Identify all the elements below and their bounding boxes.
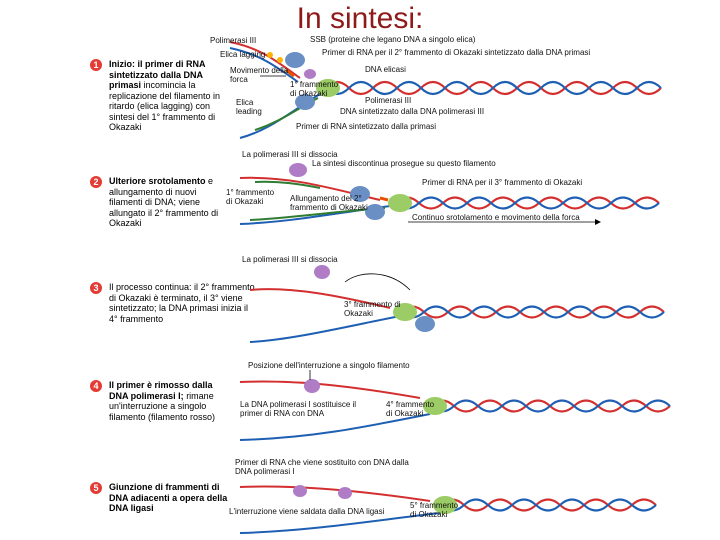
step-3-diagram	[249, 265, 665, 343]
label-sostituito: Primer di RNA che viene sostituito con D…	[235, 458, 409, 476]
label-sostituisce: La DNA polimerasi I sostituisce il prime…	[240, 400, 357, 418]
step-3-description: Il processo continua: il 2° frammento di…	[109, 282, 255, 324]
label-frag4: 4° frammento di Okazaki	[386, 400, 435, 418]
parent-helix	[399, 305, 665, 319]
parent-helix	[394, 196, 660, 210]
step-1-description: Inizio: il primer di RNA sintetizzato da…	[109, 59, 221, 132]
polymerase-iii-leading-icon	[295, 94, 315, 110]
label-saldata: L'interruzione viene saldata dalla DNA l…	[229, 507, 385, 516]
polymerase-iii-icon	[350, 186, 370, 202]
lagging-strand	[239, 380, 421, 399]
label-discontinua: La sintesi discontinua prosegue su quest…	[312, 159, 496, 168]
label-lagging: Elica lagging	[220, 50, 266, 59]
step-1-diagram	[229, 41, 662, 139]
step-2-description: Ulteriore srotolamento e allungamento di…	[109, 176, 219, 228]
primase-icon	[304, 69, 316, 79]
label-frag3: 3° frammento di Okazaki	[344, 300, 401, 318]
lagging-strand	[249, 288, 391, 309]
helicase-icon	[393, 303, 417, 321]
helicase-icon	[423, 397, 447, 415]
step-4-description: Il primer è rimosso dalla DNA polimerasi…	[109, 380, 216, 422]
leading-strand	[239, 512, 441, 534]
helicase-icon	[388, 194, 412, 212]
step-4-badge: 4	[90, 380, 102, 392]
label-frag5: 5° frammento di Okazaki	[410, 501, 459, 519]
label-dissocia: La polimerasi III si dissocia	[242, 255, 338, 264]
label-frag1: 1° frammento di Okazaki	[290, 80, 339, 98]
label-allungamento: Allungamento del 2° frammento di Okazaki	[290, 194, 368, 212]
label-elicasi: DNA elicasi	[365, 65, 406, 74]
step-3-panel: 3 Il processo continua: il 2° frammento …	[90, 250, 690, 355]
dna-ligase-icon	[293, 485, 307, 497]
polymerase-iii-icon	[415, 316, 435, 332]
label-continuo: Continuo srotolamento e movimento della …	[412, 213, 580, 222]
polymerase-i-icon	[304, 379, 320, 393]
okazaki-fragment-1	[254, 180, 321, 189]
polymerase-iii-icon	[285, 52, 305, 68]
helicase-icon	[433, 496, 457, 514]
helicase-icon	[316, 79, 340, 97]
label-primer3: Primer di RNA per il 3° frammento di Oka…	[422, 178, 583, 187]
label-ssb: SSB (proteine che legano DNA a singolo e…	[310, 35, 476, 44]
step-1-badge: 1	[90, 59, 102, 71]
label-frag1: 1° frammento di Okazaki	[226, 188, 275, 206]
step-5-diagram	[239, 485, 657, 534]
leading-strand	[239, 413, 431, 441]
step-1-panel: 1 Inizio: il primer di RNA sintetizzato …	[90, 30, 690, 148]
lagging-strand	[239, 485, 431, 502]
step-4-panel: 4 Il primer è rimosso dalla DNA polimera…	[90, 358, 690, 458]
step-5-badge: 5	[90, 482, 102, 494]
slide-title: In sintesi:	[296, 2, 424, 35]
label-synth: DNA sintetizzato dalla DNA polimerasi II…	[340, 107, 485, 116]
label-primer-primasi: Primer di RNA sintetizzato dalla primasi	[296, 122, 437, 131]
dissociated-polymerase-icon	[289, 163, 307, 177]
ssb-protein-icon	[277, 57, 283, 63]
dissociation-arrow	[344, 273, 411, 291]
label-dissocia: La polimerasi III si dissocia	[242, 150, 338, 159]
label-primer2: Primer di RNA per il 2° frammento di Oka…	[322, 48, 591, 57]
step-4-diagram	[239, 370, 671, 441]
label-pol3: Polimerasi III	[210, 36, 257, 45]
rna-primer-mark	[285, 68, 295, 78]
arrow-head-icon	[595, 219, 601, 225]
dissociated-polymerase-icon	[314, 265, 330, 279]
label-posizione: Posizione dell'interruzione a singolo fi…	[248, 361, 410, 370]
lagging-strand-complement	[229, 47, 299, 83]
step-5-panel: 5 Giunzione di frammenti di DNA adiacent…	[90, 455, 690, 540]
step-2-badge: 2	[90, 176, 102, 188]
ssb-protein-icon	[267, 52, 273, 58]
polymerase-iii-leading-icon	[365, 204, 385, 220]
label-leading: Elica leading	[236, 98, 262, 116]
label-movement: Movimento della forca	[230, 66, 289, 84]
leading-strand	[249, 315, 401, 343]
parent-helix	[324, 80, 662, 96]
parent-helix	[429, 399, 671, 413]
step-2-diagram	[239, 163, 660, 225]
parent-helix	[439, 498, 657, 512]
step-5-description: Giunzione di frammenti di DNA adiacenti …	[109, 482, 228, 513]
step-2-panel: 2 Ulteriore srotolamento e allungamento …	[90, 148, 690, 248]
rna-primer-mark	[379, 196, 389, 202]
polymerase-i-icon	[338, 487, 352, 499]
lagging-strand	[229, 41, 301, 79]
label-pol3b: Polimerasi III	[365, 96, 412, 105]
step-3-badge: 3	[90, 282, 102, 294]
